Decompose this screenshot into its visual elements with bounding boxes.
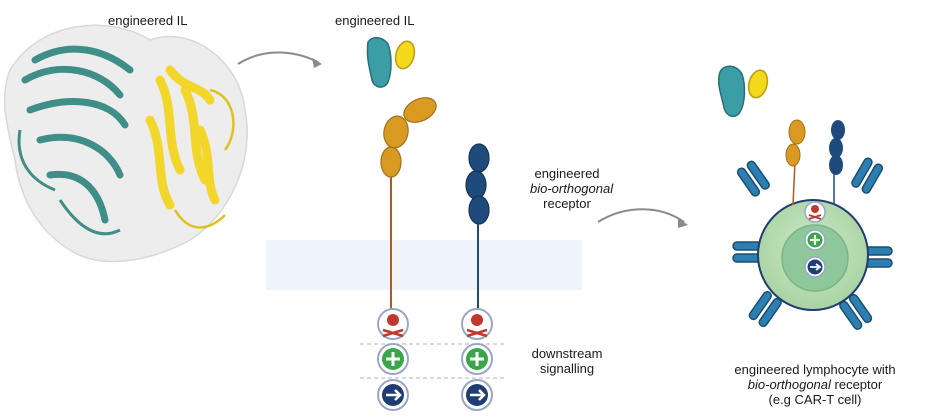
curved-arrow-2-head [678,218,688,228]
skull-icon-left [377,308,409,340]
downstream-label: downstream signalling [530,346,604,376]
engineered-il-ligand-right [717,65,769,118]
engineered-il-ligand [366,37,416,88]
cell-label-line3: (e.g CAR-T cell) [768,392,862,407]
navy-receptor [465,143,490,318]
arrow-icon-right [461,379,493,411]
receptor-label: engineered bio-orthogonal receptor [530,166,614,211]
curved-arrow-1 [237,51,319,65]
plus-icon-left [377,343,409,375]
skull-icon-right [461,308,493,340]
cell-label-line2: bio-orthogonal receptor [747,377,883,392]
protein-title: engineered IL [108,13,188,28]
downstream-label-line1: downstream [531,346,603,361]
receptor-label-line3: receptor [543,196,591,211]
orange-receptor [380,97,437,318]
protein-structure [3,24,248,263]
plus-icon-right [461,343,493,375]
arrow-icon-left [377,379,409,411]
receptor-label-line1: engineered [534,166,600,181]
curved-arrow-1-head [312,58,322,68]
downstream-label-line2: signalling [539,361,595,376]
cell-label: engineered lymphocyte with bio-orthogona… [722,362,908,407]
receptor-label-line2: bio-orthogonal [530,181,614,196]
curved-arrow-2 [597,208,685,223]
il-title: engineered IL [335,13,415,28]
cell-label-line1: engineered lymphocyte with [734,362,896,377]
cell-membrane [266,240,582,290]
lymphocyte-cell [732,119,893,330]
